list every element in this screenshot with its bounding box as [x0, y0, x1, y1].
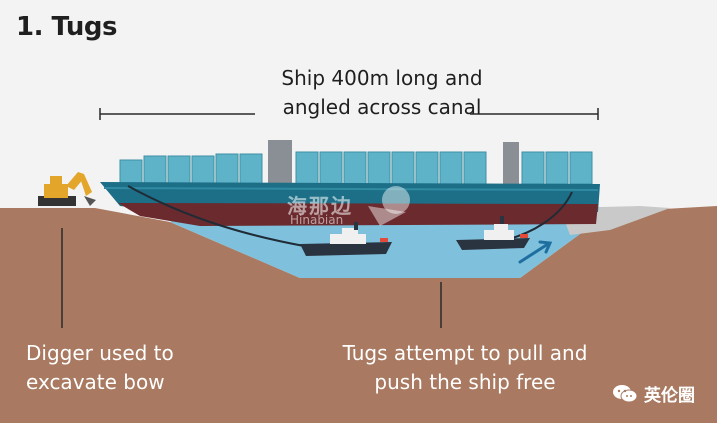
- tugs-label-line-1: Tugs attempt to pull and: [342, 341, 588, 365]
- diagram-title: 1. Tugs: [16, 12, 118, 42]
- tug-boat-left: [300, 222, 392, 256]
- container-ship: [100, 140, 600, 226]
- tug-boat-right: [456, 216, 530, 250]
- ground: [0, 206, 717, 423]
- watermark-logo-icon: [368, 186, 410, 226]
- tugs-label-line-2: push the ship free: [374, 370, 556, 394]
- watermark-text: 海那边: [287, 194, 353, 218]
- digger-label-line-1: Digger used to: [26, 341, 174, 365]
- brand-name: 英伦圈: [644, 386, 695, 406]
- digger-label: Digger used to excavate bow: [26, 339, 216, 397]
- digger-icon: [38, 172, 96, 206]
- ship-label: Ship 400m long and angled across canal: [262, 64, 502, 122]
- ship-label-line-1: Ship 400m long and: [281, 66, 483, 90]
- brand-badge: 英伦圈: [612, 381, 695, 406]
- digger-label-line-2: excavate bow: [26, 370, 165, 394]
- tugs-label: Tugs attempt to pull and push the ship f…: [330, 339, 600, 397]
- pull-arrow: [518, 240, 553, 264]
- tow-line-front: [127, 185, 305, 247]
- length-marker: [99, 108, 599, 120]
- wechat-icon: [613, 384, 638, 402]
- watermark-subtext: Hinabian: [290, 213, 344, 227]
- ship-label-line-2: angled across canal: [282, 95, 482, 119]
